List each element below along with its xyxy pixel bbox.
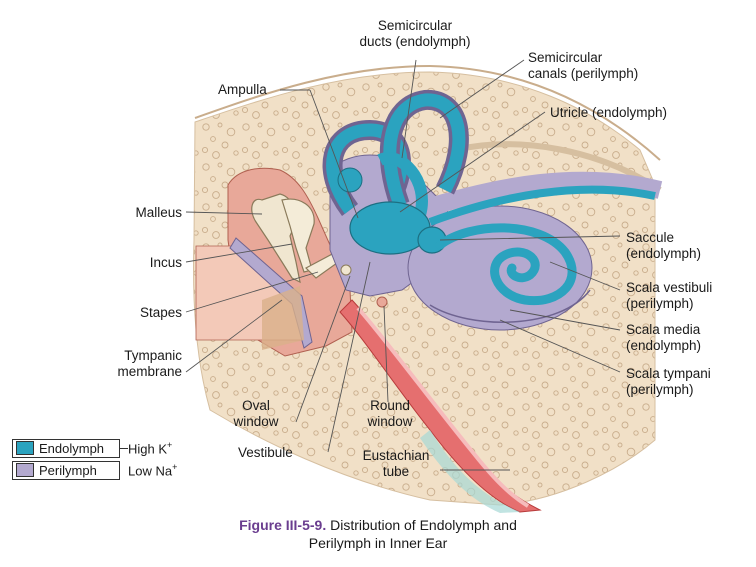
leader-lines	[185, 59, 621, 471]
caption-line-2: Perilymph in Inner Ear	[308, 535, 448, 551]
caption-line-1: Distribution of Endolymph and	[326, 517, 517, 533]
legend: Endolymph High K+ Perilymph Low Na+	[12, 437, 177, 481]
skull-outer-edge	[194, 64, 661, 161]
label-saccule: Saccule (endolymph)	[626, 230, 702, 261]
label-tympanic-membrane: Tympanic membrane	[117, 348, 182, 379]
label-semicircular-ducts: Semicircular ducts (endolymph)	[359, 18, 471, 49]
tympanic-membrane-shape	[229, 237, 313, 349]
label-stapes: Stapes	[139, 305, 182, 320]
legend-row-endolymph: Endolymph High K+	[12, 437, 177, 459]
label-utricle: Utricle (endolymph)	[550, 105, 668, 120]
cochlea-outer-ring	[429, 289, 591, 323]
perilymph-swatch	[16, 463, 34, 477]
legend-endolymph-label: Endolymph	[39, 440, 105, 456]
legend-perilymph-label: Perilymph	[39, 462, 97, 478]
utricle-shape	[349, 201, 431, 255]
endolymph-swatch	[16, 441, 34, 455]
legend-box-perilymph: Perilymph	[12, 460, 120, 480]
oval-window-marker	[340, 264, 352, 276]
figure-caption: Figure III-5-9. Distribution of Endolymp…	[0, 516, 756, 552]
label-scala-tympani: Scala tympani (perilymph)	[626, 366, 711, 397]
legend-box-endolymph: Endolymph	[12, 438, 120, 458]
ampulla-bulb	[337, 167, 363, 193]
cochlear-duct-spiral	[435, 223, 577, 306]
label-oval-window: Oval window	[233, 398, 279, 429]
legend-row-perilymph: Perilymph Low Na+	[12, 459, 177, 481]
label-eustachian-tube: Eustachian tube	[362, 448, 430, 479]
round-window-marker	[376, 296, 388, 308]
label-semicircular-canals: Semicircular canals (perilymph)	[528, 50, 639, 81]
label-malleus: Malleus	[135, 205, 182, 220]
legend-high-k: High K+	[128, 439, 173, 457]
label-incus: Incus	[149, 255, 182, 270]
legend-low-na: Low Na+	[128, 461, 178, 479]
perilymph-canal-band	[417, 171, 663, 219]
endolymphatic-duct	[428, 185, 656, 226]
eustachian-tube-lumen	[356, 306, 530, 508]
label-ampulla: Ampulla	[218, 82, 267, 97]
label-scala-media: Scala media (endolymph)	[626, 322, 702, 353]
incus-shape	[281, 198, 315, 273]
label-scala-vestibuli: Scala vestibuli (perilymph)	[626, 280, 713, 311]
canal-wall	[262, 286, 304, 350]
semicircular-duct-loop-3	[377, 152, 428, 217]
legend-connector	[120, 447, 128, 449]
tube-cartilage	[420, 430, 520, 513]
figure-number: Figure III-5-9.	[239, 517, 327, 533]
label-round-window: Round window	[367, 398, 413, 429]
label-vestibule: Vestibule	[238, 445, 293, 460]
